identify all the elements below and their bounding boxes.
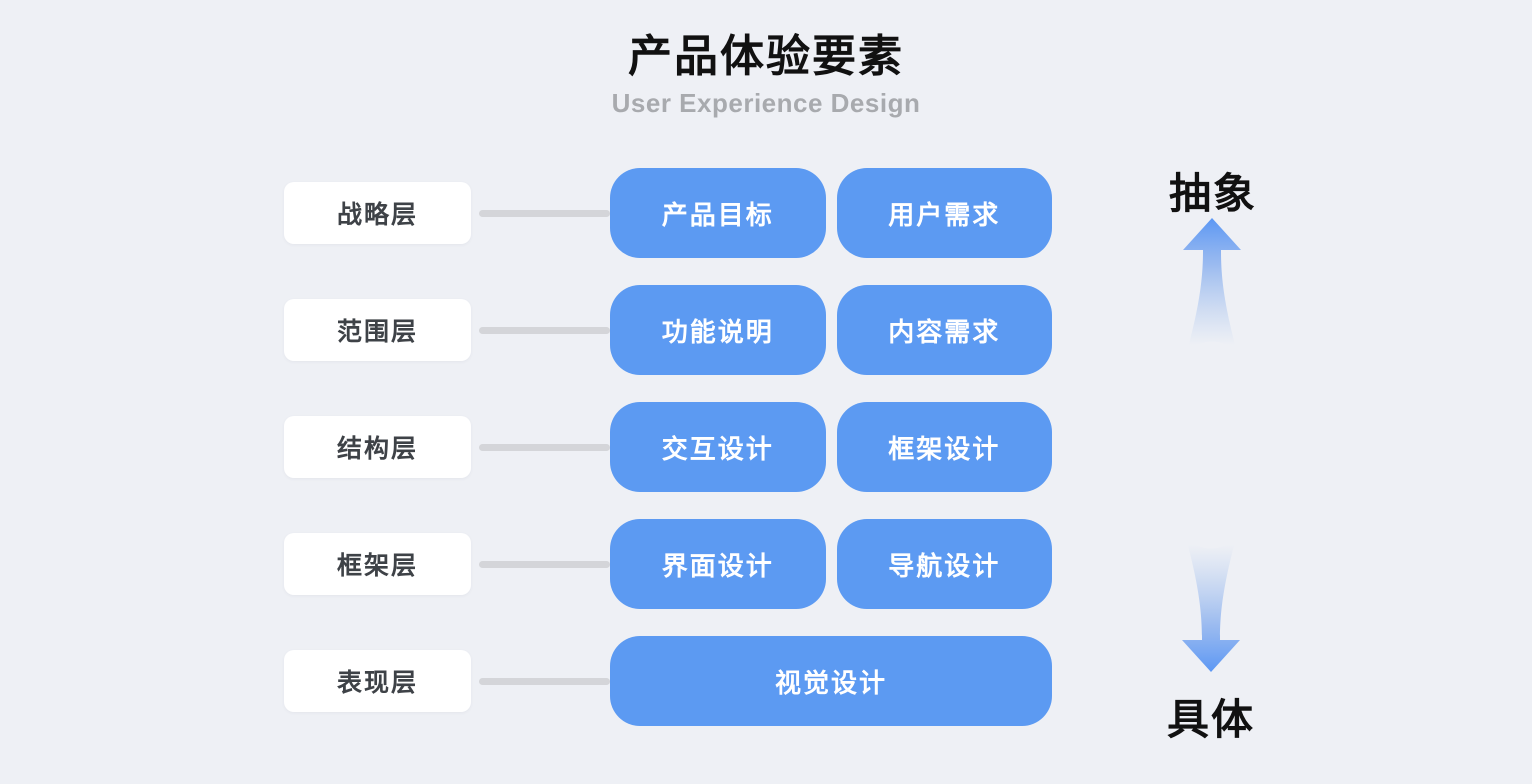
page-subtitle: User Experience Design [611,88,921,118]
layer-items: 产品目标 用户需求 [610,168,1052,258]
item-card: 框架设计 [836,402,1052,492]
layer-label-card: 表现层 [284,650,471,712]
item-card: 功能说明 [610,285,826,375]
connector [471,285,610,375]
connector [471,519,610,609]
connector-line [479,326,610,334]
item-card: 视觉设计 [610,636,1052,726]
layer-items: 功能说明 内容需求 [610,285,1052,375]
layer-items: 界面设计 导航设计 [610,519,1052,609]
connector-line [479,209,610,217]
layer-label-card: 战略层 [284,182,471,244]
layer-row-surface: 表现层 视觉设计 [284,636,1052,726]
item-card: 导航设计 [836,519,1052,609]
connector-line [479,677,610,685]
page-title: 产品体验要素 [628,32,904,81]
layer-label-card: 范围层 [284,299,471,361]
item-card: 交互设计 [610,402,826,492]
axis-label-concrete: 具体 [1166,696,1255,743]
connector-line [479,443,610,451]
layer-row-skeleton: 框架层 界面设计 导航设计 [284,519,1052,609]
item-card: 内容需求 [836,285,1052,375]
item-card: 用户需求 [836,168,1052,258]
connector-line [479,560,610,568]
diagram-header: 产品体验要素 User Experience Design [0,32,1532,119]
layer-label-card: 框架层 [284,533,471,595]
item-card: 界面设计 [610,519,826,609]
layer-items: 视觉设计 [610,636,1052,726]
layer-label-card: 结构层 [284,416,471,478]
layer-row-strategy: 战略层 产品目标 用户需求 [284,168,1052,258]
connector [471,636,610,726]
connector [471,168,610,258]
connector [471,402,610,492]
axis-label-abstract: 抽象 [1168,170,1257,217]
layer-row-structure: 结构层 交互设计 框架设计 [284,402,1052,492]
layer-rows: 战略层 产品目标 用户需求 范围层 功能说明 内容需求 结构层 交互设计 框架设… [284,168,1052,726]
item-card: 产品目标 [610,168,826,258]
arrow-down-icon [1182,538,1240,672]
layer-items: 交互设计 框架设计 [610,402,1052,492]
layer-row-scope: 范围层 功能说明 内容需求 [284,285,1052,375]
arrow-up-icon [1183,218,1241,352]
